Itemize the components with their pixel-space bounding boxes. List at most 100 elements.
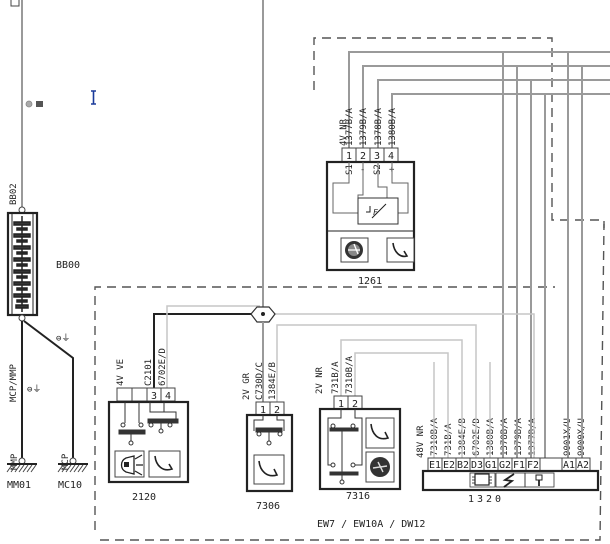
throttle-body-icon [340, 237, 369, 263]
pin-label: 1 [338, 399, 344, 410]
sensor-1261-wires[interactable] [348, 51, 610, 362]
battery-bb00[interactable]: BB02 BB00 [6, 183, 80, 322]
component-7306-id: 7306 [256, 501, 280, 512]
pin-label: 2 [360, 151, 366, 162]
pin-label: A1 [563, 460, 575, 471]
sensor-curve-icon [365, 417, 395, 449]
pin-label: E1 [429, 460, 441, 471]
wire-c2101[interactable] [153, 313, 255, 388]
wire-label: 6702E/D [158, 348, 168, 386]
connector-7316-pins: 1 2 [333, 395, 363, 410]
text-cursor-icon [91, 90, 96, 105]
connector-1320-pins: E1 E2 B2 D3 G1 G2 F1 F2 A1 A2 [427, 457, 591, 472]
engine-group-boundary-bottom [100, 223, 605, 541]
wire-label: 1377B/A [345, 107, 355, 146]
wire-label: C730D/C [255, 362, 265, 400]
component-7316[interactable]: 2V NR 731B/A 7310B/A 1 2 7316 [315, 355, 402, 502]
connector-1261-type: 4V NR [339, 118, 349, 146]
switch-circuit [327, 409, 363, 485]
ecu-pin-wires-grey [502, 362, 583, 458]
pin-label: E2 [443, 460, 455, 471]
svg-text:F: F [373, 208, 378, 217]
wire-label: 1379B/A [514, 417, 524, 456]
ground-id-mm01: MM01 [7, 480, 31, 491]
wire-connector-stub [10, 0, 20, 7]
ground-wire-mmp-label: MMP [10, 453, 20, 470]
pin-label: 3 [374, 151, 380, 162]
wire-label: 1378B/A [500, 417, 510, 456]
pin-label: 4 [165, 391, 171, 402]
component-1320[interactable]: 48V NR 7310B/A 731B/A 1384E/B 6702E/D 13… [416, 362, 600, 505]
connector-7316-type: 2V NR [315, 366, 325, 394]
pin-mark: S1 [345, 164, 355, 175]
ground-id-mc10: MC10 [58, 480, 82, 491]
ecu-chip-icon [469, 472, 496, 488]
pin-label: F2 [527, 460, 539, 471]
wire-label: 1378B/A [374, 107, 384, 146]
connector-7306-pins: 1 2 [255, 401, 285, 416]
wire-label: 1380B/A [388, 107, 398, 146]
pin-label: 4 [388, 151, 394, 162]
switch-circuit [118, 402, 179, 446]
left-marker-icon [25, 100, 43, 108]
wire-7310b[interactable] [354, 352, 449, 396]
ground-point-mc10[interactable]: MCP MC10 [57, 453, 88, 491]
component-7306[interactable]: 2V GR C730D/C 1384E/B 1 2 7306 [242, 362, 294, 512]
component-1261-id: 1261 [358, 276, 382, 287]
pin-label: 1 [346, 151, 352, 162]
wire-label: 1380B/A [486, 417, 496, 456]
wire-label: 7310B/A [430, 417, 440, 456]
pin-label: B2 [457, 460, 469, 471]
ecu-pin-wires [433, 362, 535, 458]
component-2120-id: 2120 [132, 492, 156, 503]
brake-lamp-icon [114, 450, 145, 478]
pin-label: F1 [513, 460, 525, 471]
ground-symbol-mmp: ⊖⏚ [27, 384, 41, 395]
wire-label: 6702E/D [472, 418, 482, 456]
component-2120[interactable]: 4V VE C2101 6702E/D 3 4 [107, 348, 190, 503]
wire-label: 1379B/A [359, 107, 369, 146]
wire-label: 1384E/B [458, 418, 468, 456]
ground-wire-mcp-label: MCP [61, 453, 71, 470]
ground-symbol-mcp: ⊖⏚ [56, 333, 70, 344]
pin-label: D3 [471, 460, 483, 471]
throttle-body-icon [365, 451, 395, 483]
wire-label: 1377B/A [528, 417, 538, 456]
connector-1320-type: 48V NR [416, 425, 426, 458]
sensor-curve-icon [253, 454, 285, 485]
wire-label: 1384E/B [268, 362, 278, 400]
wire-6702e-bus[interactable] [270, 313, 535, 362]
engine-variants-label: EW7 / EW10A / DW12 [317, 519, 425, 530]
wire-label: 7310B/A [345, 355, 355, 394]
connector-2120-pins: 3 4 [116, 387, 176, 402]
potentiometer-circuit: F [332, 162, 409, 225]
pin-label: A2 [577, 460, 589, 471]
pin-label: 2 [352, 399, 358, 410]
component-1320-id: 1320 [468, 494, 504, 505]
pin-label: 2 [274, 405, 280, 416]
pin-label: 3 [151, 391, 157, 402]
pin-label: 1 [260, 405, 266, 416]
ground-wire-mcp[interactable] [23, 320, 74, 458]
pin-label: G2 [499, 460, 511, 471]
wire-label: C2101 [144, 359, 154, 386]
wire-6702e[interactable] [166, 305, 260, 388]
pin-label: G1 [485, 460, 497, 471]
ground-point-mm01[interactable]: MMP MM01 [6, 453, 37, 491]
injector-icon [524, 472, 555, 488]
wire-label: 731B/A [331, 361, 341, 394]
ground-wire-label: MCP/MMP [9, 363, 19, 402]
connector-1261-pins: 1 2 3 4 [341, 147, 399, 163]
wire-1384e[interactable] [276, 324, 477, 402]
connector-7306-type: 2V GR [242, 372, 252, 400]
sensor-curve-icon [386, 237, 415, 263]
sensor-1261-boundary [313, 37, 605, 228]
wire-731b[interactable] [340, 339, 463, 396]
splice-node[interactable] [250, 306, 276, 323]
battery-id-label: BB00 [56, 260, 80, 271]
engine-group-boundary [94, 286, 555, 530]
wire-label: 731B/A [444, 423, 454, 456]
connector-2120-type: 4V VE [116, 359, 126, 386]
component-1261[interactable]: 4V NR 1377B/A 1379B/A 1378B/A 1380B/A 1 … [325, 107, 416, 287]
battery-wire-label: BB02 [9, 183, 19, 205]
